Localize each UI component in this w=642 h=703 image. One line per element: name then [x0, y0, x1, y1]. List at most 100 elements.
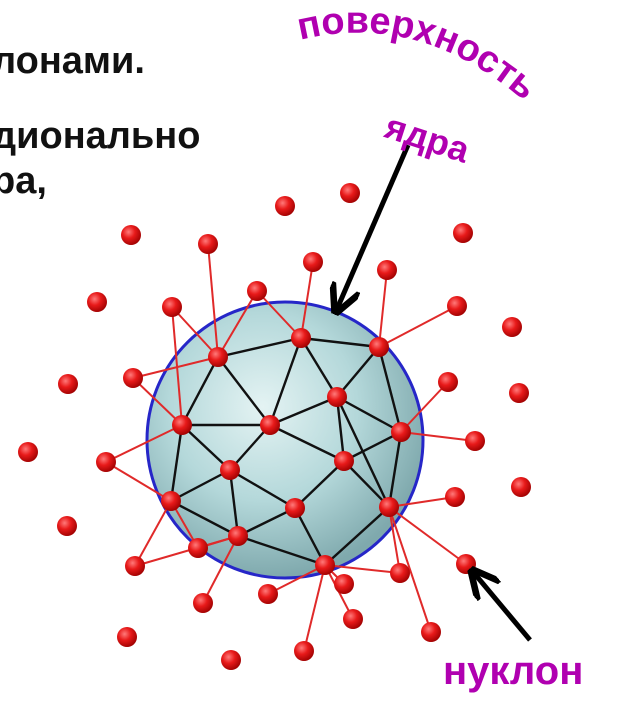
- surface-nucleon: [161, 491, 181, 511]
- surface-link: [343, 430, 402, 463]
- surface-link: [170, 468, 231, 503]
- nucleons: [18, 183, 531, 670]
- surface-link: [217, 336, 302, 359]
- nucleon-arrow: [474, 573, 532, 642]
- surface-link: [228, 469, 240, 537]
- nucleon: [188, 538, 208, 558]
- nucleon: [123, 368, 143, 388]
- surface-link: [387, 431, 403, 508]
- surface-nucleon: [315, 555, 335, 575]
- outer-link: [388, 506, 401, 574]
- surface-nucleon: [220, 460, 240, 480]
- nucleon: [258, 584, 278, 604]
- nucleon: [294, 641, 314, 661]
- nucleon: [456, 554, 476, 574]
- surface-link: [269, 395, 338, 427]
- surface-link: [299, 337, 339, 398]
- nucleon: [58, 374, 78, 394]
- nucleon: [445, 487, 465, 507]
- outer-link: [388, 496, 456, 508]
- surface-nucleon: [379, 497, 399, 517]
- nucleon: [303, 252, 323, 272]
- surface-nucleon: [391, 422, 411, 442]
- surface-link: [335, 396, 391, 508]
- surface-link: [343, 460, 390, 508]
- nucleon: [57, 516, 77, 536]
- surface-link: [229, 424, 271, 471]
- nucleon: [377, 260, 397, 280]
- surface-link: [300, 336, 380, 349]
- nucleon: [421, 622, 441, 642]
- surface-label: поверхность: [293, 0, 545, 108]
- surface-link: [336, 395, 402, 434]
- outer-link: [134, 500, 172, 567]
- nucleon: [340, 183, 360, 203]
- surface-nucleon: [327, 387, 347, 407]
- outer-link: [171, 306, 183, 426]
- surface-link: [237, 534, 326, 567]
- outer-link: [202, 535, 239, 604]
- surface-nucleon: [208, 347, 228, 367]
- nucleon: [87, 292, 107, 312]
- nucleon: [117, 627, 137, 647]
- nucleon: [125, 556, 145, 576]
- outer-link: [105, 461, 172, 502]
- nucleon: [221, 650, 241, 670]
- nucleon: [447, 296, 467, 316]
- surface-link: [181, 424, 231, 471]
- surface-nucleon: [291, 328, 311, 348]
- outer-link: [217, 290, 258, 358]
- nucleus-surface: [145, 300, 425, 580]
- surface-link: [229, 468, 296, 510]
- nucleon: [502, 317, 522, 337]
- surface-link: [170, 499, 239, 538]
- outer-link: [300, 261, 314, 339]
- outer-link: [388, 506, 432, 633]
- outer-link: [378, 269, 388, 348]
- nucleon: [18, 442, 38, 462]
- outer-link: [105, 424, 183, 463]
- surface-nucleon: [228, 526, 248, 546]
- outer-link: [400, 381, 449, 433]
- surface-link: [335, 396, 346, 462]
- outer-link: [388, 506, 467, 565]
- nucleon-label: нуклон: [443, 649, 583, 693]
- outer-link: [400, 431, 476, 442]
- surface-label-2: ядра: [379, 105, 475, 171]
- surface-link: [217, 356, 271, 426]
- surface-nucleon: [334, 451, 354, 471]
- surface-nucleon: [260, 415, 280, 435]
- nucleon: [198, 234, 218, 254]
- outer-link: [303, 564, 326, 652]
- surface-nucleon: [369, 337, 389, 357]
- surface-links: [169, 336, 403, 567]
- nucleon: [509, 383, 529, 403]
- slide-text-line-3: ра,: [0, 160, 47, 202]
- outer-link: [207, 243, 219, 358]
- surface-link: [294, 460, 345, 509]
- outer-link: [132, 377, 183, 426]
- surface-nucleon: [172, 415, 192, 435]
- nucleon: [343, 609, 363, 629]
- surface-link: [336, 346, 380, 398]
- surface-link: [324, 506, 390, 566]
- slide-text-line-2: дионально: [0, 115, 201, 157]
- slide-text-line-1: лонами.: [0, 40, 145, 82]
- nucleon: [511, 477, 531, 497]
- nucleon: [390, 563, 410, 583]
- nucleon: [96, 452, 116, 472]
- outer-link: [132, 356, 219, 379]
- surface-link: [293, 507, 327, 566]
- outer-link: [171, 306, 219, 358]
- nucleon: [465, 431, 485, 451]
- surface-link: [269, 423, 345, 463]
- outer-link: [267, 564, 326, 595]
- nucleon: [247, 281, 267, 301]
- nucleon: [438, 372, 458, 392]
- surface-link: [169, 424, 184, 502]
- nucleon: [121, 225, 141, 245]
- nucleon: [162, 297, 182, 317]
- outer-link: [378, 305, 458, 348]
- nucleon: [334, 574, 354, 594]
